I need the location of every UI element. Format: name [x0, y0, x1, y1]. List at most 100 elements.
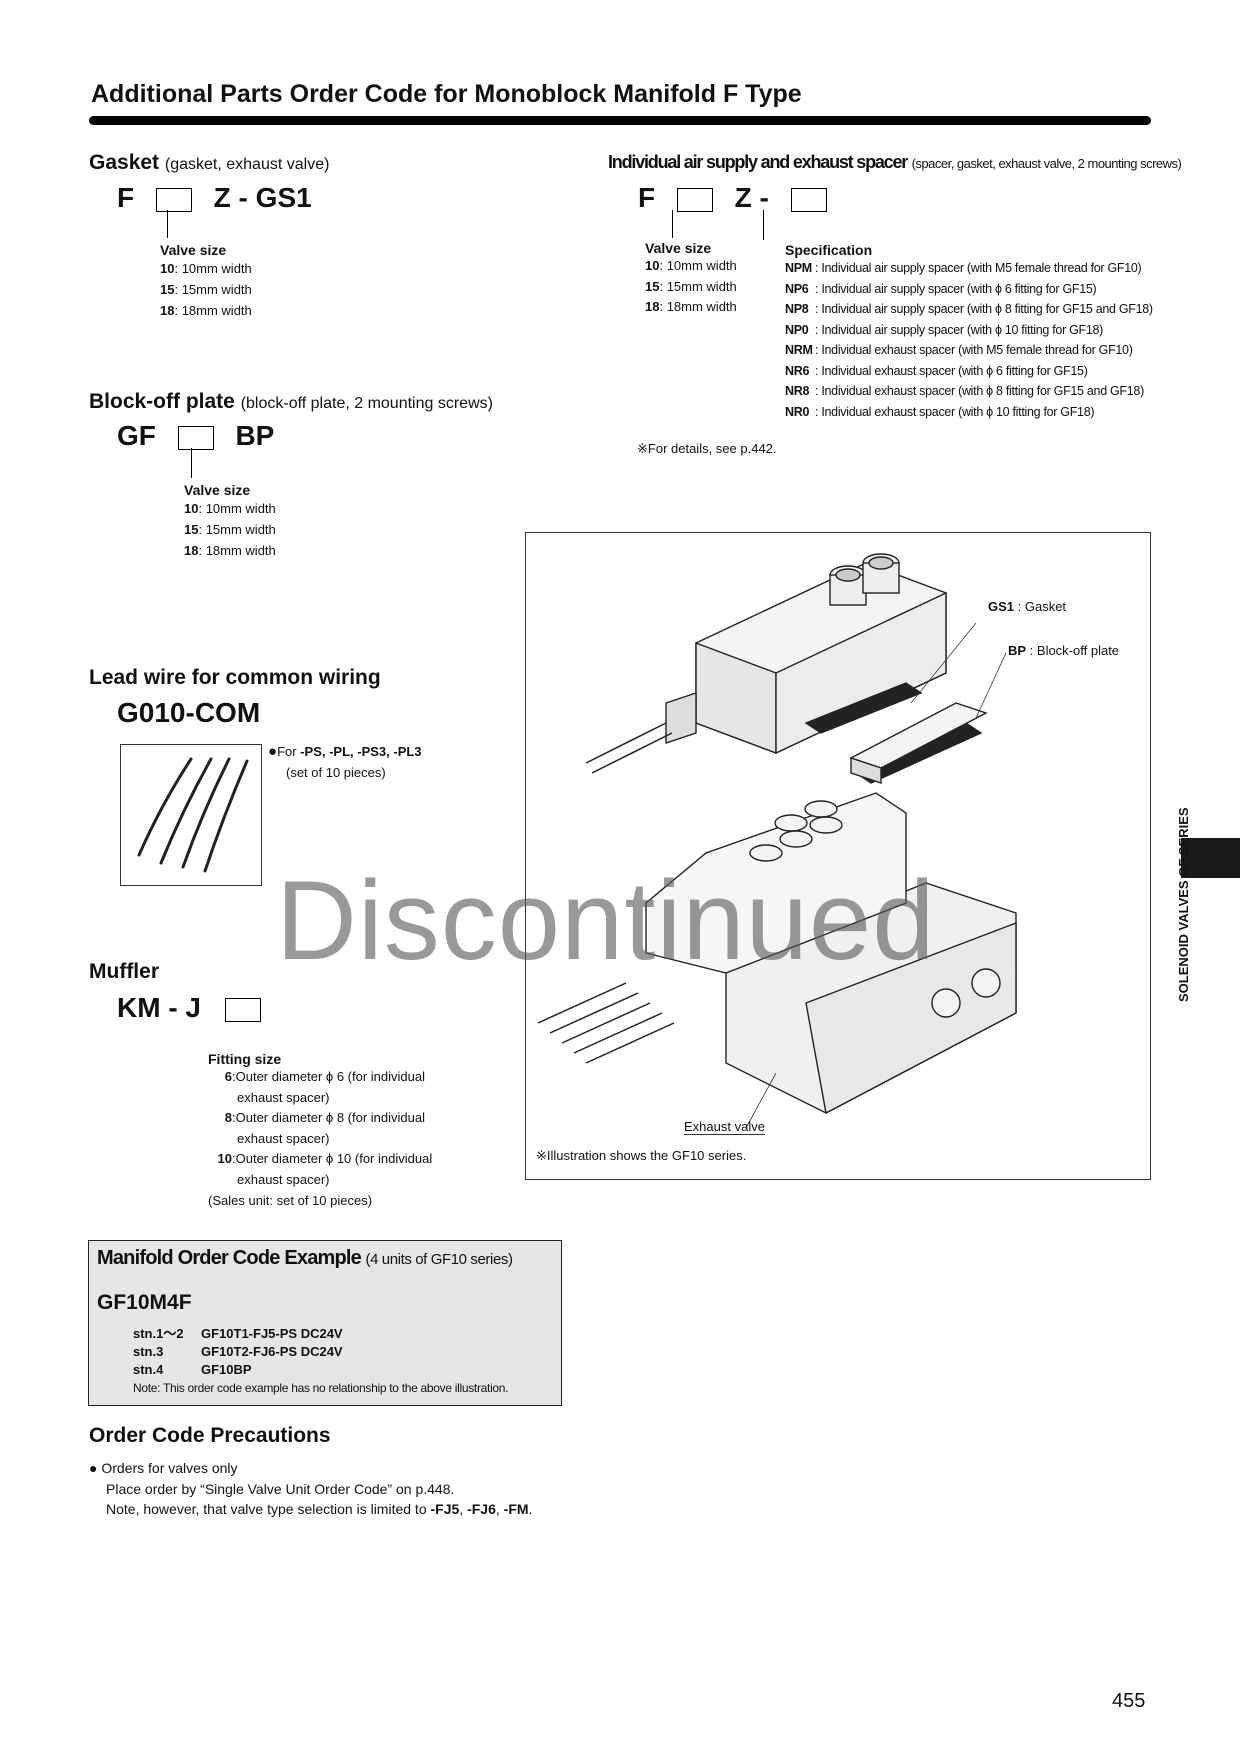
leader-line — [763, 210, 764, 240]
size-item: 15: 15mm width — [645, 277, 737, 298]
sales-unit: (Sales unit: set of 10 pieces) — [208, 1193, 373, 1208]
precautions-heading: Order Code Precautions — [89, 1424, 331, 1447]
bp-code: BP — [1008, 643, 1027, 658]
spec-desc: : Individual exhaust spacer (with ϕ 10 f… — [815, 404, 1095, 419]
valve-size-label: Valve size — [184, 482, 251, 498]
spacer-order-code: F Z - — [638, 182, 827, 214]
spacer-valve-size-list: Valve size 10: 10mm width 15: 15mm width… — [645, 240, 737, 318]
manifold-exploded-drawing — [537, 553, 1017, 1129]
specification-item: NP8: Individual air supply spacer (with … — [785, 299, 1153, 320]
discontinued-watermark: Discontinued — [276, 858, 936, 983]
size-code: 18 — [184, 543, 199, 558]
station-code: GF10BP — [201, 1362, 252, 1377]
spec-desc: : Individual air supply spacer (with ϕ 1… — [815, 322, 1104, 337]
spec-code: NPM — [785, 261, 812, 275]
specification-item: NR0: Individual exhaust spacer (with ϕ 1… — [785, 402, 1153, 423]
leadwire-heading: Lead wire for common wiring — [89, 666, 381, 689]
size-item: 10: 10mm width — [160, 258, 252, 279]
example-model-code: GF10M4F — [97, 1291, 192, 1314]
section-tab-marker — [1181, 838, 1240, 878]
gasket-heading: Gasket (gasket, exhaust valve) — [89, 151, 329, 175]
blockoff-heading: Block-off plate (block-off plate, 2 moun… — [89, 390, 493, 414]
specification-item: NP0: Individual air supply spacer (with … — [785, 320, 1153, 341]
size-desc: : 18mm width — [174, 303, 252, 318]
manifold-order-example-box: Manifold Order Code Example (4 units of … — [88, 1240, 562, 1406]
separator: , — [495, 1501, 504, 1517]
precautions-body: ● Orders for valves only Place order by … — [89, 1458, 532, 1520]
lead-wires-illustration — [137, 757, 249, 873]
example-heading: Manifold Order Code Example (4 units of … — [97, 1247, 513, 1270]
spacer-details-note: ※For details, see p.442. — [637, 441, 777, 456]
manifold-illustration: GS1 : Gasket BP : Block-off plate Exhaus… — [525, 532, 1151, 1180]
illustration-caption: ※Illustration shows the GF10 series. — [536, 1148, 747, 1163]
leader-line — [672, 210, 673, 238]
size-item: 18: 18mm width — [184, 540, 276, 561]
gs1-callout: GS1 : Gasket — [988, 599, 1066, 614]
gasket-valve-size-list: Valve size 10: 10mm width 15: 15mm width… — [160, 242, 252, 321]
size-code: 15 — [645, 278, 660, 294]
fitting-item: 6:Outer diameter ϕ 6 (for individual exha… — [208, 1067, 432, 1108]
valve-size-label: Valve size — [160, 242, 227, 258]
for-prefix: For — [277, 744, 301, 759]
title-underline-bar — [89, 116, 1151, 125]
precaution-line: Place order by “Single Valve Unit Order … — [106, 1480, 455, 1497]
spec-code: NP8 — [785, 302, 809, 316]
code-suffix: BP — [235, 420, 275, 451]
fitting-desc: :Outer diameter ϕ 10 (for individual — [232, 1151, 433, 1166]
precaution-bullet-text: Orders for valves only — [101, 1460, 238, 1476]
leadwire-description: ●For -PS, -PL, -PS3, -PL3 (set of 10 pie… — [268, 741, 422, 783]
period: . — [528, 1501, 533, 1517]
size-desc: : 15mm width — [659, 278, 737, 294]
bp-label: : Block-off plate — [1026, 643, 1120, 658]
separator: , — [459, 1501, 468, 1517]
fitting-code: 6 — [224, 1069, 232, 1084]
lead-wire-image — [120, 744, 262, 886]
fitting-desc: :Outer diameter ϕ 8 (for individual — [232, 1110, 425, 1125]
code-suffix: Z - GS1 — [213, 182, 312, 213]
valve-size-label: Valve size — [645, 240, 712, 256]
size-desc: : 18mm width — [659, 299, 737, 314]
code-prefix: F — [117, 182, 135, 213]
fitting-desc: :Outer diameter ϕ 6 (for individual — [232, 1069, 425, 1084]
specification-list: Specification NPM: Individual air supply… — [785, 242, 1153, 422]
size-code: 10 — [184, 501, 199, 516]
size-desc: : 10mm width — [659, 258, 737, 273]
page-title: Additional Parts Order Code for Monobloc… — [91, 80, 802, 108]
precaution-line: Note, however, that valve type selection… — [89, 1499, 532, 1520]
example-note: Note: This order code example has no rel… — [133, 1381, 509, 1395]
gasket-subheading: (gasket, exhaust valve) — [164, 156, 330, 173]
muffler-fitting-list: Fitting size 6:Outer diameter ϕ 6 (for i… — [208, 1051, 432, 1211]
valve-type-code: -FM — [503, 1501, 529, 1517]
station-code: GF10T2-FJ6-PS DC24V — [201, 1344, 343, 1359]
specification-item: NPM: Individual air supply spacer (with … — [785, 258, 1153, 279]
blockoff-order-code: GF BP — [117, 420, 274, 452]
size-item: 15: 15mm width — [160, 279, 252, 300]
code-prefix: KM - J — [117, 992, 201, 1023]
size-code: 15 — [160, 282, 175, 297]
station-label: stn.4 — [133, 1362, 164, 1377]
spec-desc: : Individual air supply spacer (with M5 … — [815, 261, 1142, 275]
gasket-order-code: F Z - GS1 — [117, 182, 312, 214]
spec-desc: : Individual air supply spacer (with ϕ 6… — [815, 281, 1097, 296]
fitting-desc-cont: exhaust spacer) — [237, 1089, 330, 1105]
gs1-label: : Gasket — [1014, 599, 1067, 614]
set-note: (set of 10 pieces) — [286, 765, 386, 780]
size-desc: : 15mm width — [198, 522, 276, 537]
size-desc: : 18mm width — [198, 543, 276, 558]
size-item: 15: 15mm width — [184, 519, 276, 540]
fitting-desc-cont: exhaust spacer) — [237, 1171, 330, 1187]
example-heading-text: Manifold Order Code Example — [97, 1247, 362, 1269]
gs1-code: GS1 — [988, 599, 1015, 614]
spec-desc: : Individual exhaust spacer (with M5 fem… — [815, 343, 1133, 357]
leader-line — [191, 448, 192, 478]
valve-size-box — [177, 425, 214, 450]
spacer-heading-text: Individual air supply and exhaust spacer — [608, 152, 908, 172]
spec-code: NP6 — [785, 281, 809, 296]
size-code: 15 — [184, 522, 199, 537]
specification-label: Specification — [785, 242, 873, 258]
spec-desc: : Individual exhaust spacer (with ϕ 8 fi… — [815, 384, 1144, 398]
fitting-size-box — [224, 997, 261, 1022]
code-prefix: F — [638, 182, 656, 213]
size-desc: : 10mm width — [198, 501, 276, 516]
